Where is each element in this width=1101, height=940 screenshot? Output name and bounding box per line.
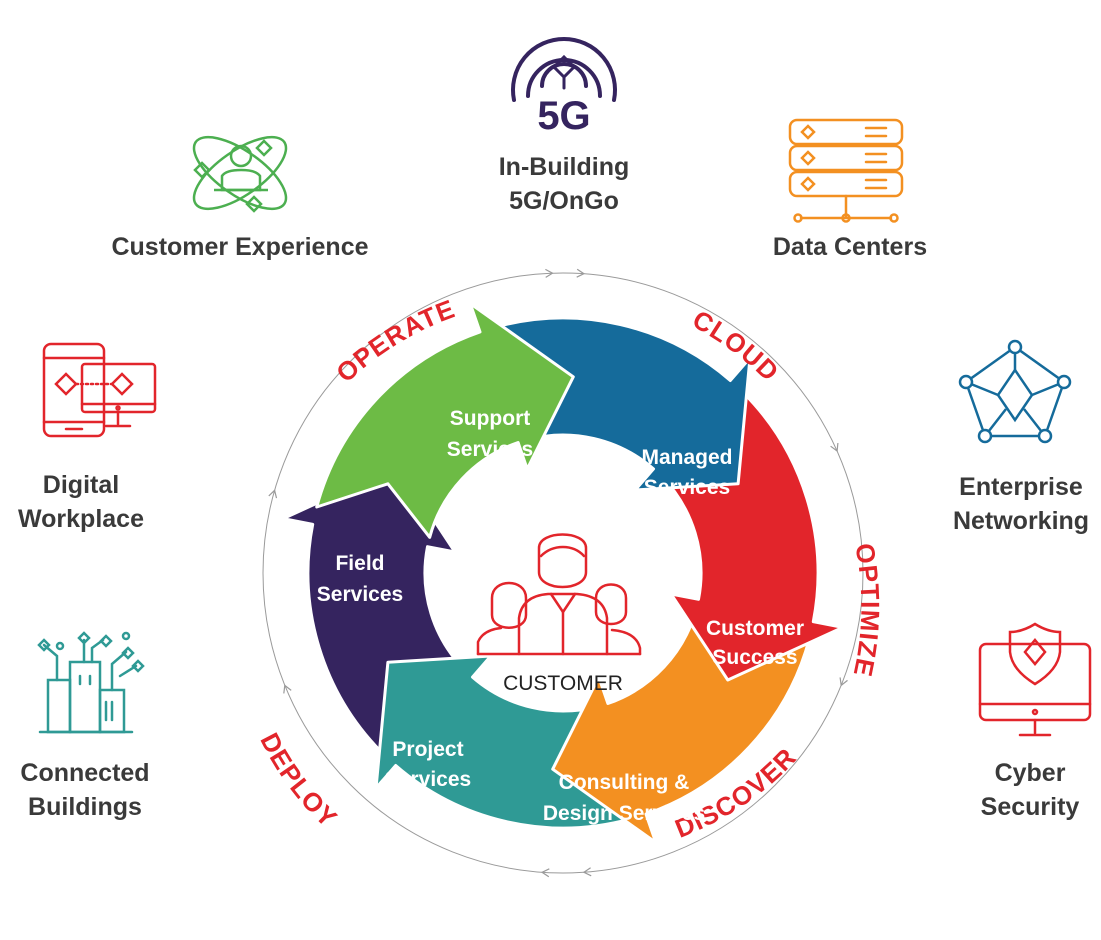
consulting-line2: Design Services bbox=[543, 802, 705, 825]
center-label: CUSTOMER bbox=[503, 672, 623, 695]
ring-arrowhead bbox=[582, 867, 592, 877]
label-customer-experience: Customer Experience bbox=[111, 233, 369, 261]
ring-arrowhead bbox=[545, 268, 554, 278]
arrow-support bbox=[315, 302, 575, 539]
managed-line2: Services bbox=[644, 476, 730, 499]
service-arrows bbox=[281, 302, 845, 844]
segment-label-field: Field Services bbox=[317, 552, 403, 606]
5g-icon-text: 5G bbox=[537, 94, 590, 138]
ring-arrowhead bbox=[283, 684, 292, 694]
outer-ring bbox=[262, 268, 864, 878]
customer-experience-icon bbox=[192, 135, 288, 213]
devices-icon bbox=[42, 342, 157, 438]
field-line2: Services bbox=[317, 583, 403, 606]
consulting-line1: Consulting & bbox=[559, 771, 690, 794]
segment-label-project: Project Services bbox=[385, 738, 471, 791]
server-rack-icon bbox=[788, 118, 904, 223]
segment-label-consulting: Consulting & Design Services bbox=[543, 771, 705, 825]
arrow-managed bbox=[495, 316, 752, 492]
success-line2: Success bbox=[712, 646, 797, 669]
project-line2: Services bbox=[385, 768, 471, 791]
ring-arrowhead bbox=[576, 268, 586, 278]
support-line1: Support bbox=[450, 407, 530, 430]
project-line1: Project bbox=[392, 738, 463, 761]
segment-label-managed: Managed Services bbox=[641, 446, 732, 499]
outer-ring-circle bbox=[262, 272, 864, 874]
arrow-success bbox=[659, 391, 845, 682]
customer-group-icon bbox=[476, 533, 642, 656]
svg-text:DEPLOY: DEPLOY bbox=[254, 728, 343, 834]
phase-label-deploy: DEPLOY bbox=[254, 728, 343, 834]
label-data-centers: Data Centers bbox=[772, 233, 928, 261]
smart-building-icon bbox=[37, 631, 145, 734]
phase-label-optimize: OPTIMIZE bbox=[847, 541, 885, 680]
arrow-project bbox=[374, 654, 631, 830]
arrow-field bbox=[281, 464, 467, 755]
svg-text:OPTIMIZE: OPTIMIZE bbox=[847, 541, 885, 680]
segment-label-support: Support Services bbox=[447, 407, 533, 461]
ring-arrowhead bbox=[830, 442, 839, 453]
field-line1: Field bbox=[335, 552, 384, 575]
ring-arrowhead bbox=[268, 489, 278, 499]
network-pentagon-icon bbox=[958, 339, 1072, 444]
managed-line1: Managed bbox=[641, 446, 732, 469]
success-line1: Customer bbox=[706, 617, 804, 640]
segment-label-success: Customer Success bbox=[706, 617, 804, 669]
5g-signal-icon: 5G bbox=[511, 37, 617, 138]
ring-arrowhead bbox=[839, 677, 848, 687]
phase-deploy: DEPLOY bbox=[254, 728, 342, 834]
phase-optimize: OPTIMIZE bbox=[847, 541, 884, 680]
shield-monitor-icon bbox=[978, 622, 1092, 737]
support-line2: Services bbox=[447, 438, 533, 461]
ring-arrowhead bbox=[540, 868, 550, 878]
